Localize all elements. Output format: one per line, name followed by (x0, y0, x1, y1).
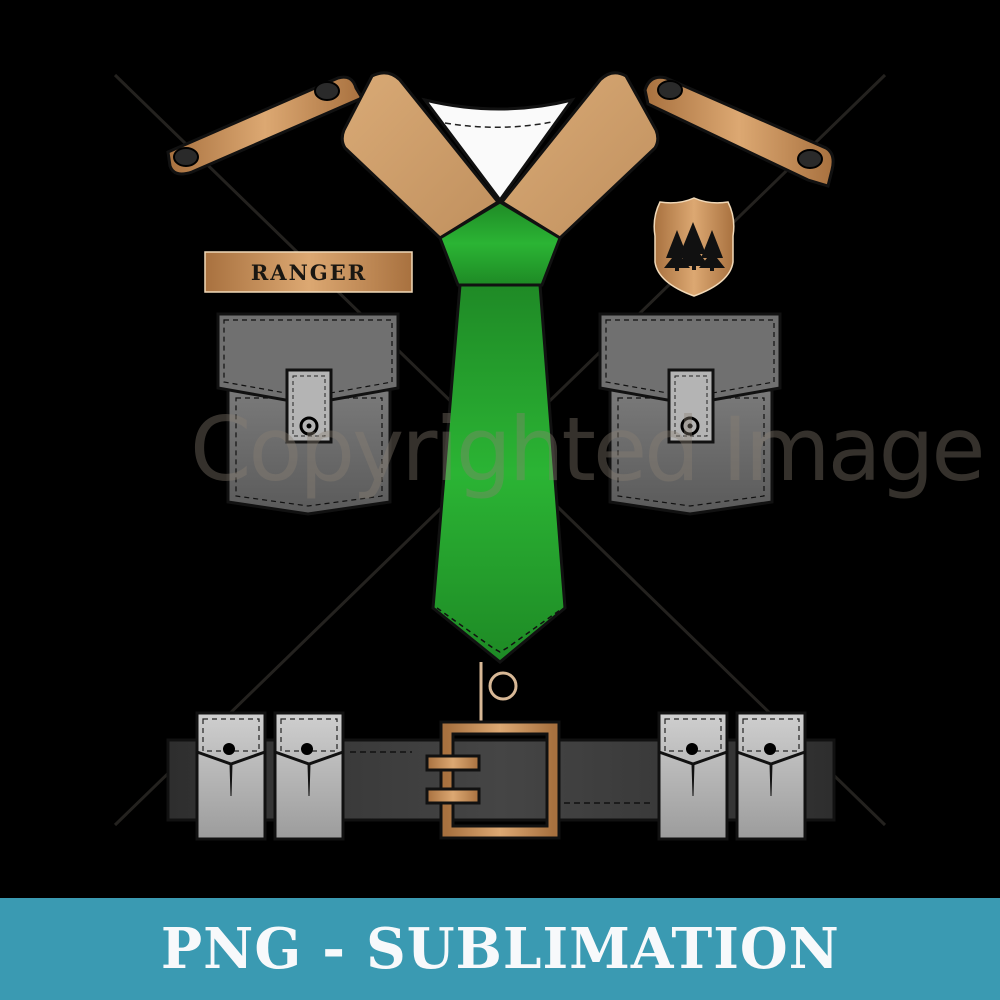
pine-trees-icon (664, 222, 725, 271)
left-shoulder-strap (166, 75, 365, 176)
belt-buckle (425, 720, 561, 840)
name-tag (204, 251, 413, 293)
uniform-illustration (113, 71, 887, 841)
left-chest-pocket (216, 312, 400, 516)
costume-artwork: RANGER Copyrighted Image (113, 71, 986, 841)
banner-label: PNG - SUBLIMATION (160, 916, 840, 982)
necktie (431, 200, 567, 728)
right-shoulder-strap (643, 75, 835, 188)
shirt-neck (421, 97, 576, 203)
belt-pouch-4 (735, 711, 807, 841)
right-chest-pocket (598, 312, 782, 516)
belt-pouch-2 (273, 711, 345, 841)
ranger-badge (653, 197, 735, 297)
name-tag-label: RANGER (250, 259, 368, 285)
sublimation-banner: PNG - SUBLIMATION (0, 898, 1000, 1000)
belt-pouch-3 (657, 711, 729, 841)
belt-pouch-1 (195, 711, 267, 841)
duty-belt (166, 720, 836, 840)
